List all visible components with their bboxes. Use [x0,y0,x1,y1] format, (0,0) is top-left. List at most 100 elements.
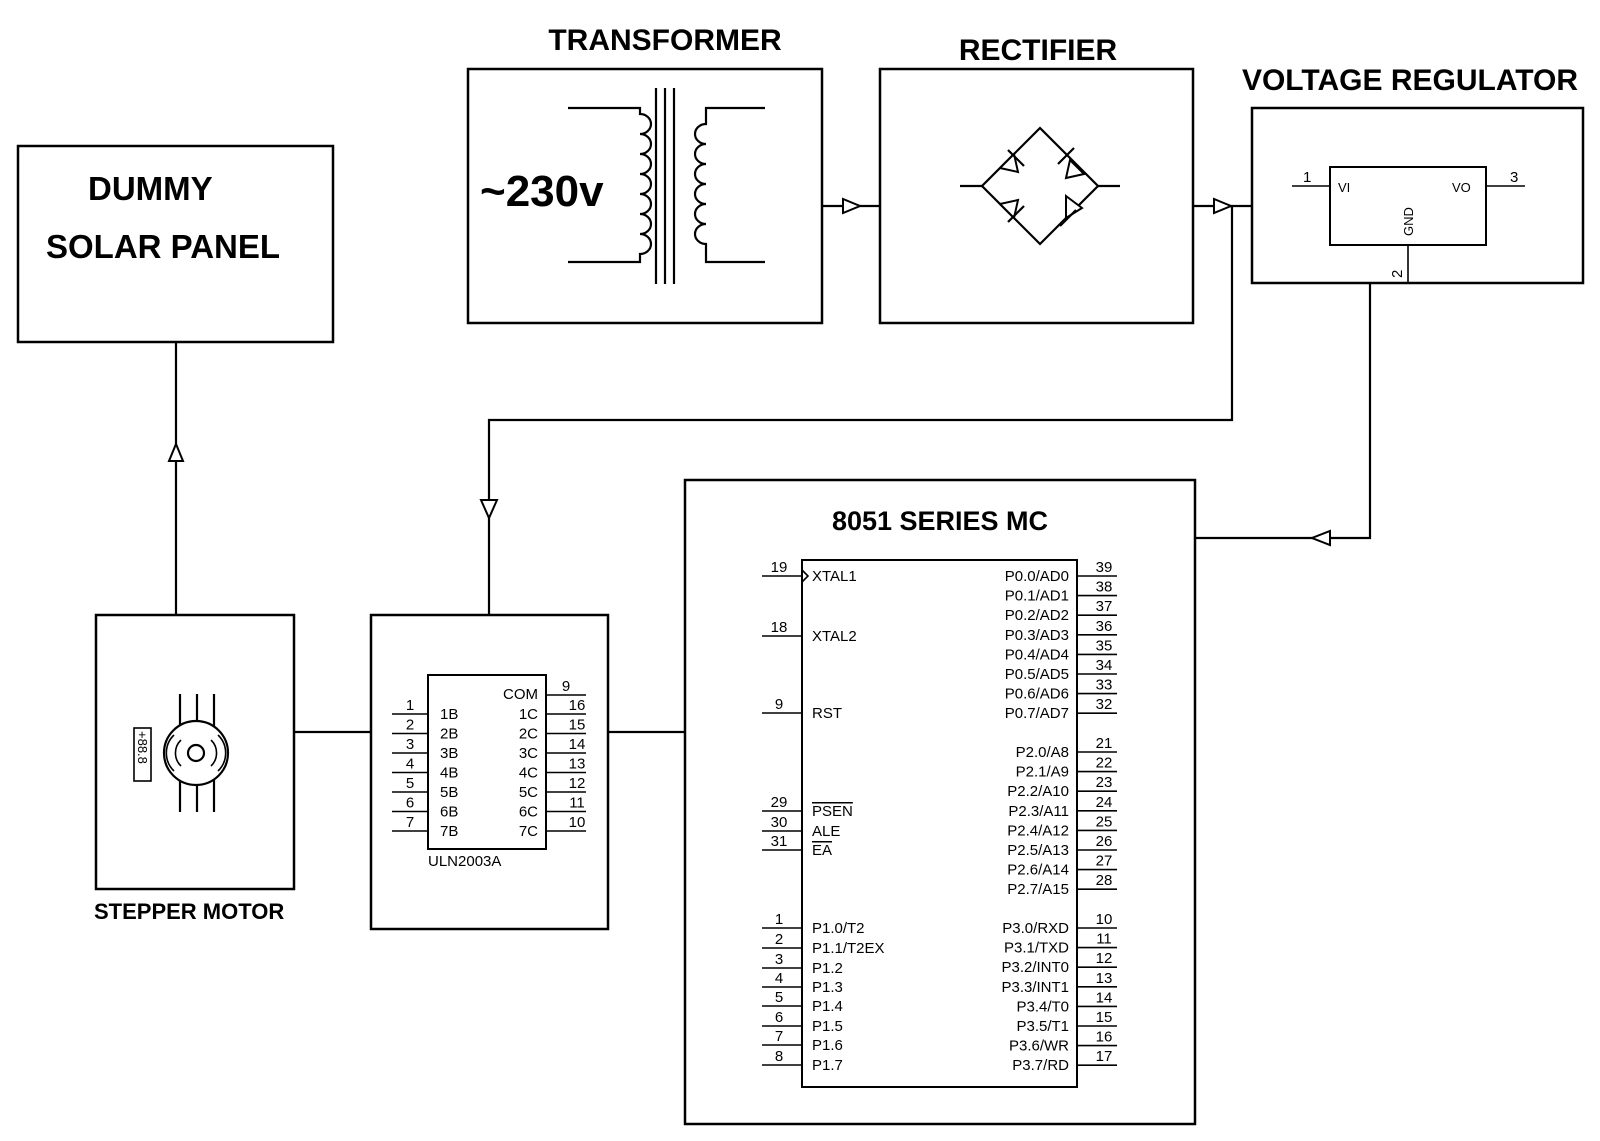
mc-right-pin-number: 36 [1096,618,1113,635]
solar-panel-block: DUMMY SOLAR PANEL [16,144,335,344]
mc-right-pin-number: 24 [1096,794,1113,811]
uln-right-pin-label: 2C [519,726,538,743]
arrow-stepper-solar-icon [167,441,185,462]
mc-left-pin-number: 9 [775,696,783,713]
wire-regulator-mc [1195,283,1372,540]
uln-left-pin-number: 3 [406,736,414,753]
diode-4-bar [1059,209,1077,227]
uln-left-pin-number: 4 [406,756,414,773]
mc-right-pin-number: 28 [1096,872,1113,889]
uln-right-pin-label: 3C [519,745,538,762]
transformer-symbol [568,88,765,284]
mc-left-pin-label: XTAL2 [812,628,857,645]
transformer-block: TRANSFORMER ~230v [466,24,824,325]
diode-2-icon [1064,158,1086,180]
uln-pins: 11B22B33B44B55B66B77B161C152C143C134C125… [392,697,586,840]
mc-right-pin-number: 22 [1096,755,1113,772]
arrow-transformer-rectifier-icon [842,197,863,215]
mc-right-pin-number: 38 [1096,579,1113,596]
uln-right-pin-label: 5C [519,784,538,801]
uln-left-pin-label: 5B [440,784,458,801]
mc-left-pin-label: ALE [812,823,840,840]
mc-left-pin-number: 6 [775,1009,783,1026]
mc-right-pin-number: 17 [1096,1048,1113,1065]
mc-right-pin-number: 15 [1096,1009,1113,1026]
mc-left-pin-number: 19 [771,559,788,576]
mc-right-pin-number: 26 [1096,833,1113,850]
mc-left-pin-number: 7 [775,1028,783,1045]
mc-left-pin-label: XTAL1 [812,568,857,585]
transformer-voltage: ~230v [480,167,604,216]
stepper-display-text: +88.8 [135,731,150,764]
mc-left-pin-number: 2 [775,931,783,948]
uln-right-pin-label: 1C [519,706,538,723]
mc-right-pin-number: 16 [1096,1029,1113,1046]
mc-left-pin-label: P1.2 [812,960,843,977]
mc-right-pin-number: 14 [1096,989,1113,1006]
mc-right-pin-label: P2.6/A14 [1007,862,1069,879]
mc-left-pin-number: 1 [775,911,783,928]
uln-right-pin-number: 16 [569,697,586,714]
diode-1-bar [1007,149,1025,167]
uln-left-pin-number: 2 [406,717,414,734]
uln-left-pin-label: 1B [440,706,458,723]
regulator-pin3: 3 [1510,169,1518,186]
mc-right-pin-label: P3.0/RXD [1002,920,1069,937]
mc-right-pin-label: P3.2/INT0 [1001,959,1069,976]
mc-right-pin-label: P0.2/AD2 [1005,607,1069,624]
mc-right-pin-label: P2.1/A9 [1016,764,1069,781]
mc-left-pin-label: P1.1/T2EX [812,940,885,957]
mc-right-pin-label: P3.1/TXD [1004,940,1069,957]
solar-panel-line1: DUMMY [88,170,213,207]
solar-panel-line2: SOLAR PANEL [46,228,280,265]
mc-right-pin-number: 25 [1096,813,1113,830]
rectifier-title: RECTIFIER [959,34,1118,67]
arrow-supply-uln-icon [479,499,499,521]
mc-right-pin-label: P3.4/T0 [1016,998,1069,1015]
uln-left-pin-number: 1 [406,697,414,714]
mc-right-pin-label: P2.4/A12 [1007,822,1069,839]
primary-coil [568,106,653,264]
mc-right-pin-label: P0.3/AD3 [1005,627,1069,644]
uln-right-pin-label: 7C [519,823,538,840]
uln-left-pin-label: 2B [440,726,458,743]
mc-left-pin-label: RST [812,705,842,722]
mc-right-pin-number: 33 [1096,677,1113,694]
mc-right-pin-number: 32 [1096,696,1113,713]
mc-right-pin-number: 34 [1096,657,1113,674]
mc-right-pin-label: P0.0/AD0 [1005,568,1069,585]
mc-left-pin-number: 3 [775,951,783,968]
mc-left-pin-number: 5 [775,989,783,1006]
mc-right-pin-number: 39 [1096,559,1113,576]
uln-left-pin-label: 4B [440,765,458,782]
transformer-title: TRANSFORMER [548,24,782,57]
uln-right-pin-label: 6C [519,804,538,821]
mc-outer-box [683,478,1197,1126]
regulator-vi-label: VI [1338,180,1350,195]
mc-right-pin-label: P0.1/AD1 [1005,588,1069,605]
mc-left-pin-number: 29 [771,794,788,811]
uln-ic [427,674,547,850]
uln-com-label: COM [503,686,538,703]
mc-right-pin-number: 12 [1096,950,1113,967]
uln-right-pin-number: 12 [569,775,586,792]
stepper-motor-block: STEPPER MOTOR +88.8 [94,613,296,924]
mc-right-pin-label: P0.6/AD6 [1005,686,1069,703]
mc-left-pin-label: P1.0/T2 [812,920,865,937]
mc-right-pin-label: P0.5/AD5 [1005,666,1069,683]
uln-left-pin-label: 3B [440,745,458,762]
uln-left-pin-label: 6B [440,804,458,821]
mc-left-pin-label: P1.5 [812,1018,843,1035]
mc-right-pin-number: 35 [1096,637,1113,654]
regulator-pin2: 2 [1389,270,1406,278]
mc-ic [801,559,1078,1088]
regulator-gnd-label: GND [1401,207,1416,236]
mc-left-pin-label: P1.4 [812,998,843,1015]
mc-left-pin-number: 4 [775,970,783,987]
mc-right-pin-number: 37 [1096,598,1113,615]
stepper-motor-caption: STEPPER MOTOR [94,899,284,924]
mc-left-pin-label: P1.7 [812,1057,843,1074]
mc-left-pin-label: P1.3 [812,979,843,996]
voltage-regulator-block: VOLTAGE REGULATOR 1 3 VI VO GND 2 [1242,64,1585,285]
